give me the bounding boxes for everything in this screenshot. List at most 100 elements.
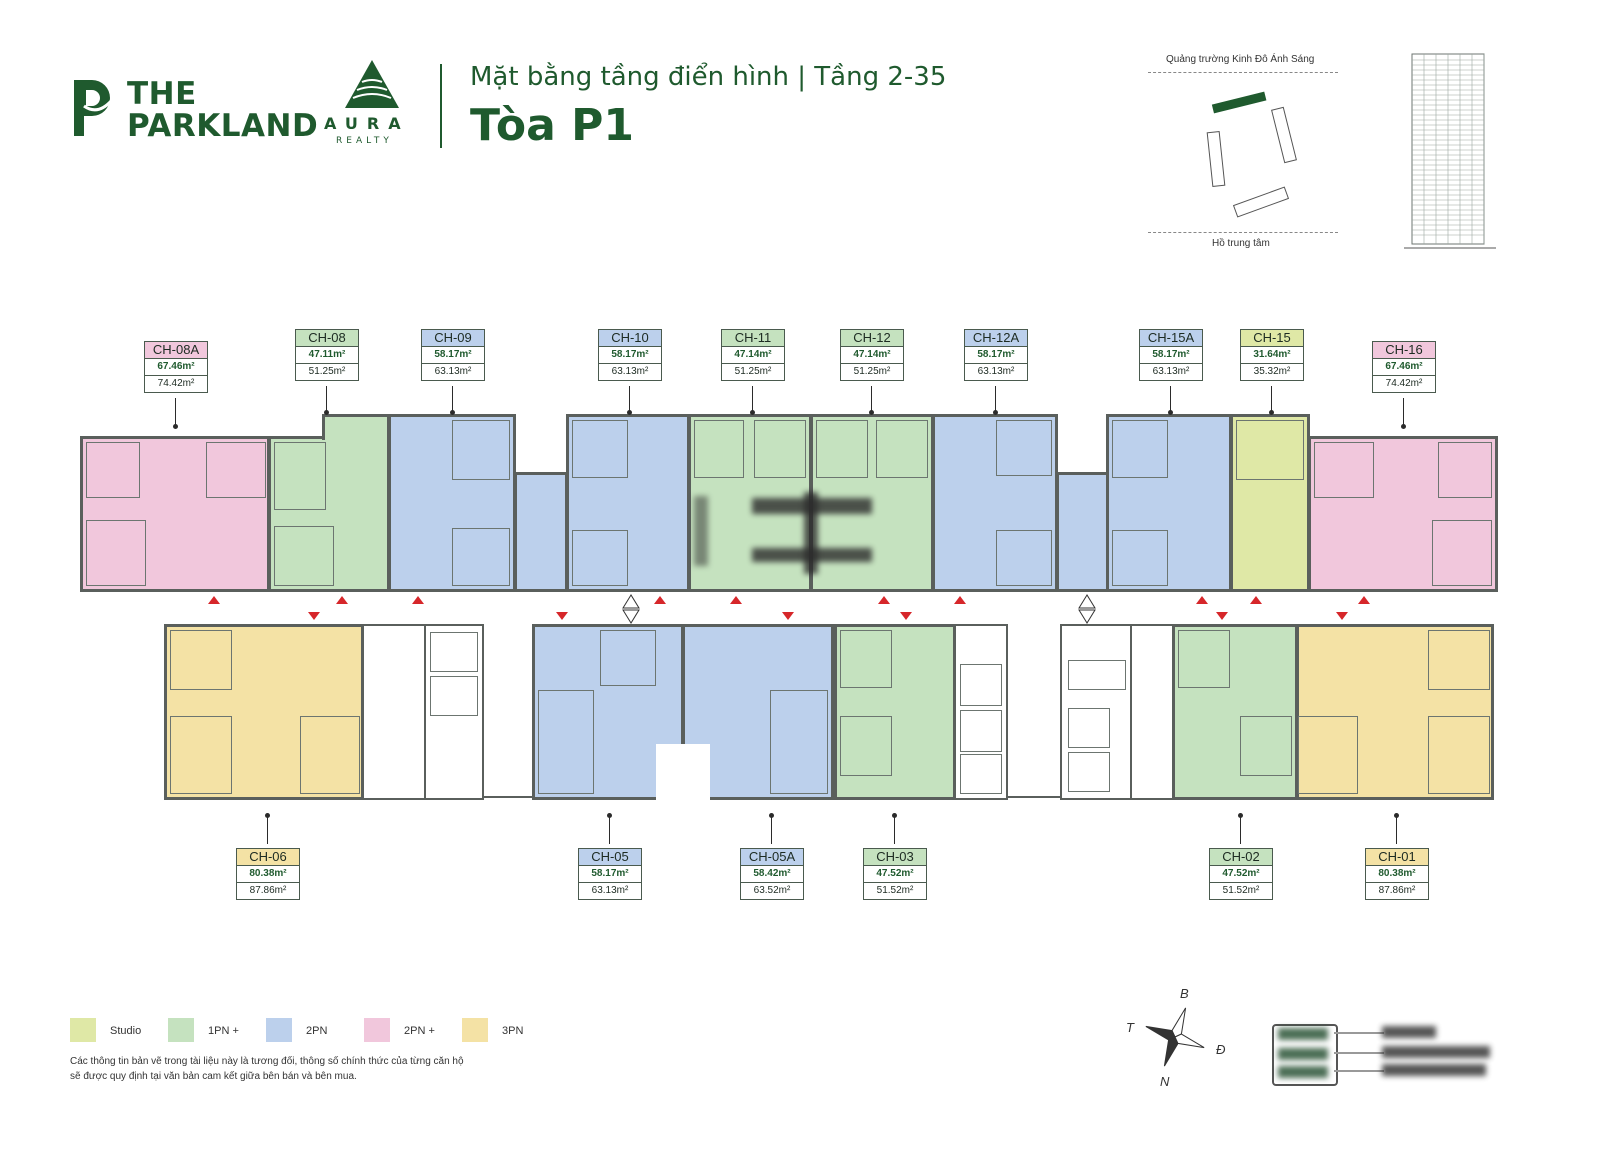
elevator-cell [430, 632, 478, 672]
unit-ch-15a[interactable] [1106, 414, 1232, 592]
unit-ch-09[interactable] [388, 414, 516, 592]
room [876, 420, 928, 478]
unit-ch-05[interactable] [532, 624, 684, 800]
room [1428, 716, 1490, 794]
unit-area-carpet: 67.46m² [1373, 359, 1435, 376]
unit-code: CH-12 [841, 330, 903, 347]
unit-code: CH-05 [579, 849, 641, 866]
unit-code: CH-08 [296, 330, 358, 347]
unit-ch-16[interactable] [1308, 436, 1498, 592]
unit-area-built: 51.52m² [1222, 885, 1260, 896]
unit-ch-03[interactable] [834, 624, 956, 800]
unit-ch-10[interactable] [566, 414, 690, 592]
room [840, 716, 892, 776]
unit-area-built: 51.25m² [853, 366, 891, 377]
entry-marker [654, 596, 666, 604]
room [840, 630, 892, 688]
room [86, 442, 140, 498]
parkland-logo: THE PARKLAND [70, 76, 318, 143]
room [572, 530, 628, 586]
compass-north: B [1180, 986, 1189, 1001]
entry-marker [336, 596, 348, 604]
unit-area-built: 63.13m² [591, 885, 629, 896]
unit-ch-06[interactable] [164, 624, 364, 800]
entry-marker [954, 596, 966, 604]
legend-swatch [266, 1018, 292, 1042]
unit-area-built: 51.25m² [308, 366, 346, 377]
leader-line [1396, 816, 1397, 844]
entry-marker [208, 596, 220, 604]
corridor-line [1008, 796, 1060, 798]
aura-logo-mark [345, 60, 399, 108]
redacted-area [752, 548, 872, 562]
unit-area-carpet: 80.38m² [1366, 866, 1428, 883]
leader-line [450, 386, 455, 415]
unit-area-built: 35.32m² [1253, 366, 1291, 377]
room [754, 420, 806, 478]
corridor-line [484, 796, 532, 798]
room [996, 530, 1052, 586]
room [86, 520, 146, 586]
unit-area-carpet: 47.52m² [864, 866, 926, 883]
unit-ch-11[interactable] [688, 414, 812, 592]
legend-label: 2PN + [404, 1025, 435, 1037]
unit-area-carpet: 47.14m² [722, 347, 784, 364]
unit-ch-15[interactable] [1230, 414, 1310, 592]
unit-ch-12a[interactable] [932, 414, 1058, 592]
entry-marker [1336, 612, 1348, 620]
legend-swatch [70, 1018, 96, 1042]
elevator-cell [1068, 708, 1110, 748]
elevator-cell [1068, 752, 1110, 792]
brand-line1: THE [127, 76, 197, 112]
unit-area-built: 63.13m² [611, 366, 649, 377]
room [274, 526, 334, 586]
leader-line [627, 386, 632, 415]
room [1112, 420, 1168, 478]
leader-line [609, 816, 610, 844]
double-arrow-icon [622, 594, 640, 624]
leader-line [750, 386, 755, 415]
leader-line [324, 386, 329, 415]
unit-ch-01[interactable] [1296, 624, 1494, 800]
leader-line [1401, 398, 1406, 429]
room [1240, 716, 1292, 776]
unit-code: CH-03 [864, 849, 926, 866]
entry-marker [782, 612, 794, 620]
unit-ch-08[interactable] [268, 436, 390, 592]
entry-marker [1196, 596, 1208, 604]
unit-code: CH-02 [1210, 849, 1272, 866]
entry-marker [308, 612, 320, 620]
unit-ch-02[interactable] [1172, 624, 1298, 800]
room [816, 420, 868, 478]
unit-area-built: 63.13m² [1152, 366, 1190, 377]
unit-area-carpet: 58.42m² [741, 866, 803, 883]
room [770, 690, 828, 794]
unit-ch-05a[interactable] [682, 624, 834, 800]
unit-ch-08a[interactable] [80, 436, 270, 592]
unit-ch-12[interactable] [810, 414, 934, 592]
legend-swatch [168, 1018, 194, 1042]
aura-logo: AURA REALTY [322, 58, 422, 150]
aura-subtext: REALTY [336, 136, 393, 146]
header-divider [440, 64, 442, 148]
compass-south: N [1160, 1074, 1170, 1089]
leader-line [771, 816, 772, 844]
unit-code: CH-11 [722, 330, 784, 347]
unit-code: CH-15A [1140, 330, 1202, 347]
